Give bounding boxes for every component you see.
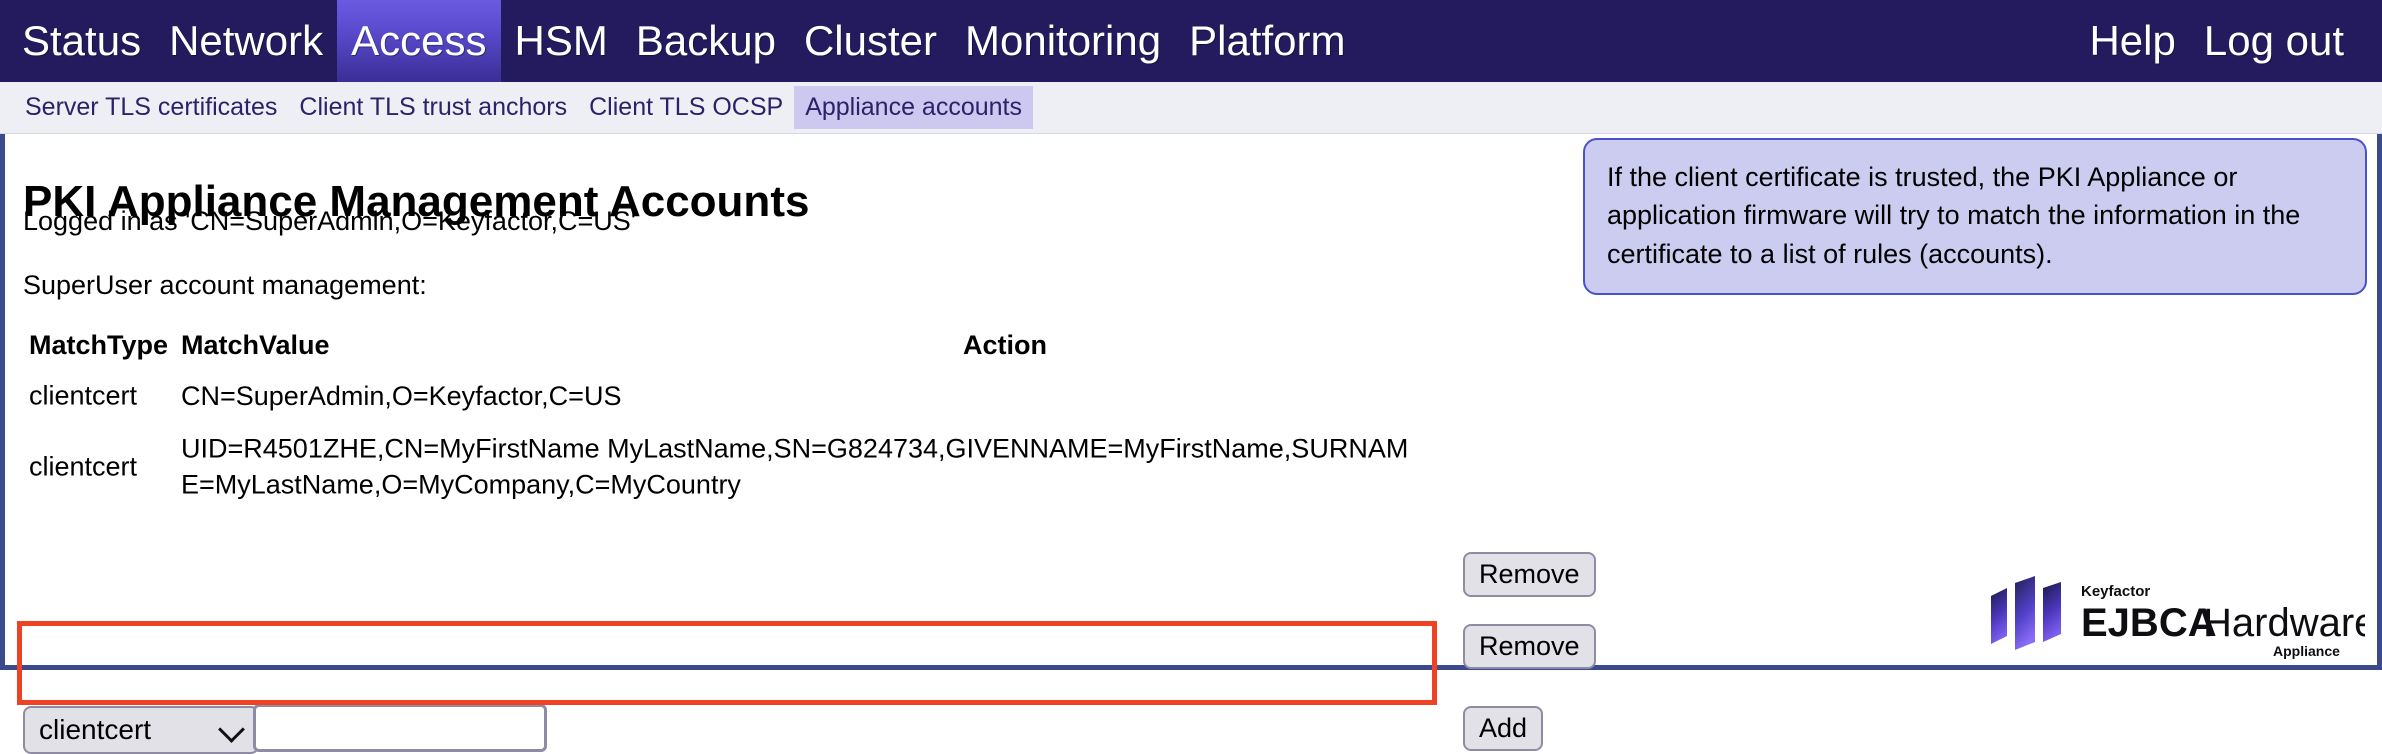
column-header-matchvalue: MatchValue <box>181 330 330 360</box>
cell-matchtype: clientcert <box>29 451 138 482</box>
top-nav-secondary-group: Help Log out <box>2075 0 2382 82</box>
keyfactor-ejbca-logo: Keyfactor EJBCA Hardware Appliance <box>1985 574 2365 660</box>
table-header-row: MatchType MatchValue Action <box>23 330 1503 370</box>
subnav-item-client-tls-ocsp[interactable]: Client TLS OCSP <box>589 93 784 121</box>
cell-matchvalue: UID=R4501ZHE,CN=MyFirstName MyLastName,S… <box>181 433 1409 500</box>
logo-subtitle-text: Appliance <box>2273 643 2340 659</box>
section-label-superuser-management: SuperUser account management: <box>23 270 427 300</box>
nav-item-cluster[interactable]: Cluster <box>803 17 937 64</box>
column-header-action: Action <box>963 330 1047 360</box>
logo-product-light: Hardware <box>2203 601 2365 645</box>
column-header-matchtype: MatchType <box>29 330 169 360</box>
matchtype-select-wrapper: clientcert <box>23 706 259 754</box>
matchtype-select[interactable]: clientcert <box>23 706 259 754</box>
table-row: clientcert UID=R4501ZHE,CN=MyFirstName M… <box>23 422 1503 512</box>
table-row: clientcert CN=SuperAdmin,O=Keyfactor,C=U… <box>23 370 1503 422</box>
logo-brand-text: Keyfactor <box>2081 583 2150 600</box>
logo-product-bold: EJBCA <box>2081 601 2217 645</box>
cell-matchvalue: CN=SuperAdmin,O=Keyfactor,C=US <box>181 380 622 411</box>
subnav-item-appliance-accounts[interactable]: Appliance accounts <box>794 86 1033 129</box>
info-callout: If the client certificate is trusted, th… <box>1583 138 2367 295</box>
nav-item-access[interactable]: Access <box>337 0 501 82</box>
matchvalue-input[interactable] <box>253 704 547 752</box>
nav-item-log-out[interactable]: Log out <box>2203 17 2344 64</box>
logo-graphic: Keyfactor EJBCA Hardware Appliance <box>1991 576 2365 659</box>
subnav-item-server-tls-certificates[interactable]: Server TLS certificates <box>25 93 278 121</box>
nav-item-hsm[interactable]: HSM <box>514 17 608 64</box>
subnav-item-client-tls-trust-anchors[interactable]: Client TLS trust anchors <box>299 93 568 121</box>
nav-item-help[interactable]: Help <box>2089 17 2176 64</box>
nav-item-backup[interactable]: Backup <box>635 17 776 64</box>
highlight-annotation-box <box>17 621 1437 705</box>
matchtype-select-value: clientcert <box>39 714 152 745</box>
nav-item-status[interactable]: Status <box>22 17 142 64</box>
main-content-panel: PKI Appliance Management Accounts Logged… <box>0 134 2382 754</box>
chevron-down-icon <box>218 716 245 744</box>
remove-button-row-2[interactable]: Remove <box>1463 624 1596 670</box>
page-title: PKI Appliance Management Accounts <box>23 177 810 227</box>
appliance-accounts-table: MatchType MatchValue Action clientcert C… <box>23 330 1503 512</box>
nav-item-platform[interactable]: Platform <box>1189 17 1346 64</box>
sub-navigation-bar: Server TLS certificates Client TLS trust… <box>0 82 2382 134</box>
top-nav-primary-group: Status Network Access HSM Backup Cluster… <box>0 0 1359 82</box>
remove-button-row-1[interactable]: Remove <box>1463 552 1596 598</box>
nav-item-network[interactable]: Network <box>169 17 324 64</box>
top-navigation-bar: Status Network Access HSM Backup Cluster… <box>0 0 2382 82</box>
cell-matchtype: clientcert <box>29 380 138 411</box>
nav-item-monitoring[interactable]: Monitoring <box>964 17 1162 64</box>
logged-in-as-text: Logged in as 'CN=SuperAdmin,O=Keyfactor,… <box>23 206 636 236</box>
add-button[interactable]: Add <box>1463 706 1544 752</box>
